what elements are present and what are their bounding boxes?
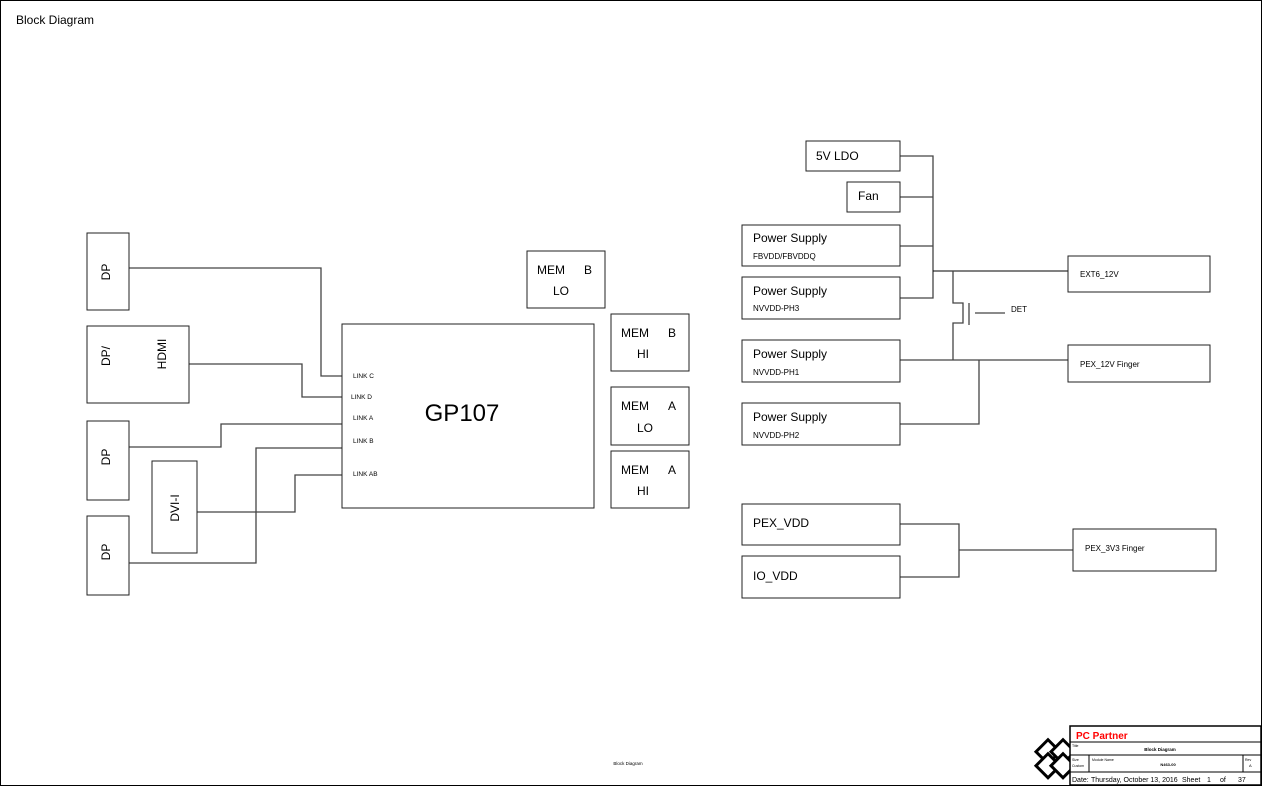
det-label: DET xyxy=(1011,305,1027,314)
ps-sub: NVVDD-PH2 xyxy=(753,431,800,440)
pex12-label: PEX_12V Finger xyxy=(1080,360,1140,369)
pex3v3-label: PEX_3V3 Finger xyxy=(1085,544,1145,553)
mem-b-hi: MEM B HI xyxy=(610,313,690,372)
ps-title: Power Supply xyxy=(753,410,827,424)
footer-label: Block Diagram xyxy=(613,761,643,766)
ps-title: Power Supply xyxy=(753,231,827,245)
date-value: Thursday, October 13, 2016 xyxy=(1091,777,1178,784)
ldo-label: 5V LDO xyxy=(816,149,859,163)
title-label: Title xyxy=(1072,744,1079,748)
module-label: Module Name xyxy=(1092,758,1114,762)
fan-label: Fan xyxy=(858,189,879,203)
title-block: PC Partner Title Block Diagram Size Cust… xyxy=(1069,725,1262,786)
fan: Fan xyxy=(846,181,901,213)
module-value: N463-00 xyxy=(1160,762,1176,767)
mem-label: MEM xyxy=(621,326,649,340)
ps-sub: NVVDD-PH3 xyxy=(753,304,800,313)
ps-title: Power Supply xyxy=(753,347,827,361)
ldo-5v: 5V LDO xyxy=(805,140,901,172)
dp-label: DP xyxy=(99,544,113,561)
date-label: Date: xyxy=(1072,777,1089,784)
mem-part: HI xyxy=(637,484,649,498)
mem-part: HI xyxy=(637,347,649,361)
mem-label: MEM xyxy=(621,463,649,477)
mem-part: LO xyxy=(637,421,653,435)
mem-channel: A xyxy=(668,463,676,477)
title-value: Block Diagram xyxy=(1144,747,1176,752)
mem-a-hi: MEM A HI xyxy=(610,450,690,509)
ps-title: Power Supply xyxy=(753,284,827,298)
connector-dp-1: DP xyxy=(86,232,130,311)
hdmi-label: HDMI xyxy=(155,339,169,370)
ps-ph1: Power Supply NVVDD-PH1 xyxy=(741,339,901,383)
video-wires xyxy=(129,267,342,564)
company-logo xyxy=(1033,737,1078,780)
link-label: LINK B xyxy=(353,438,374,445)
dp-label: DP xyxy=(99,264,113,281)
mem-label: MEM xyxy=(621,399,649,413)
pex-12v-finger: PEX_12V Finger xyxy=(1067,344,1211,383)
pex-3v3-finger: PEX_3V3 Finger xyxy=(1072,528,1217,572)
ext-label: EXT6_12V xyxy=(1080,270,1119,279)
power-wires xyxy=(900,155,1073,578)
connector-dp-hdmi: DP/ HDMI xyxy=(86,325,190,404)
ps-sub: FBVDD/FBVDDQ xyxy=(753,252,816,261)
mem-label: MEM xyxy=(537,263,565,277)
gpu-block: GP107 LINK C LINK D LINK A LINK B LINK A… xyxy=(341,323,595,509)
gpu-label: GP107 xyxy=(425,400,500,427)
link-label: LINK AB xyxy=(353,471,378,478)
mem-channel: B xyxy=(584,263,592,277)
mem-b-lo: MEM B LO xyxy=(526,250,606,309)
connector-dp-3: DP xyxy=(86,420,130,501)
ext6-12v: EXT6_12V xyxy=(1067,255,1211,293)
connector-dvi: DVI-I xyxy=(151,460,198,554)
size-label: Size xyxy=(1072,758,1079,762)
ps-ph2: Power Supply NVVDD-PH2 xyxy=(741,402,901,446)
dp-label: DP xyxy=(99,449,113,466)
mem-channel: A xyxy=(668,399,676,413)
ps-ph3: Power Supply NVVDD-PH3 xyxy=(741,276,901,320)
page-title: Block Diagram xyxy=(16,13,94,27)
company-name: PC Partner xyxy=(1076,731,1128,742)
sheet-value: 1 xyxy=(1207,777,1211,784)
pex-vdd: PEX_VDD xyxy=(741,503,901,546)
sheet-total: 37 xyxy=(1238,777,1246,784)
mem-a-lo: MEM A LO xyxy=(610,386,690,446)
pex-vdd-label: PEX_VDD xyxy=(753,516,809,530)
sheet-label: Sheet xyxy=(1182,777,1200,784)
mem-channel: B xyxy=(668,326,676,340)
ps-sub: NVVDD-PH1 xyxy=(753,368,800,377)
link-label: LINK D xyxy=(351,394,372,401)
ps-fbvdd: Power Supply FBVDD/FBVDDQ xyxy=(741,224,901,267)
link-label: LINK C xyxy=(353,373,374,380)
connector-dp-4: DP xyxy=(86,515,130,596)
dp-label: DP/ xyxy=(99,345,113,366)
dvi-label: DVI-I xyxy=(168,494,182,521)
link-label: LINK A xyxy=(353,415,374,422)
rev-value: A xyxy=(1249,763,1252,768)
io-vdd: IO_VDD xyxy=(741,555,901,599)
mem-part: LO xyxy=(553,284,569,298)
size-value: Custom xyxy=(1072,764,1084,768)
rev-label: Rev xyxy=(1245,758,1251,762)
of-label: of xyxy=(1220,777,1226,784)
io-vdd-label: IO_VDD xyxy=(753,569,798,583)
